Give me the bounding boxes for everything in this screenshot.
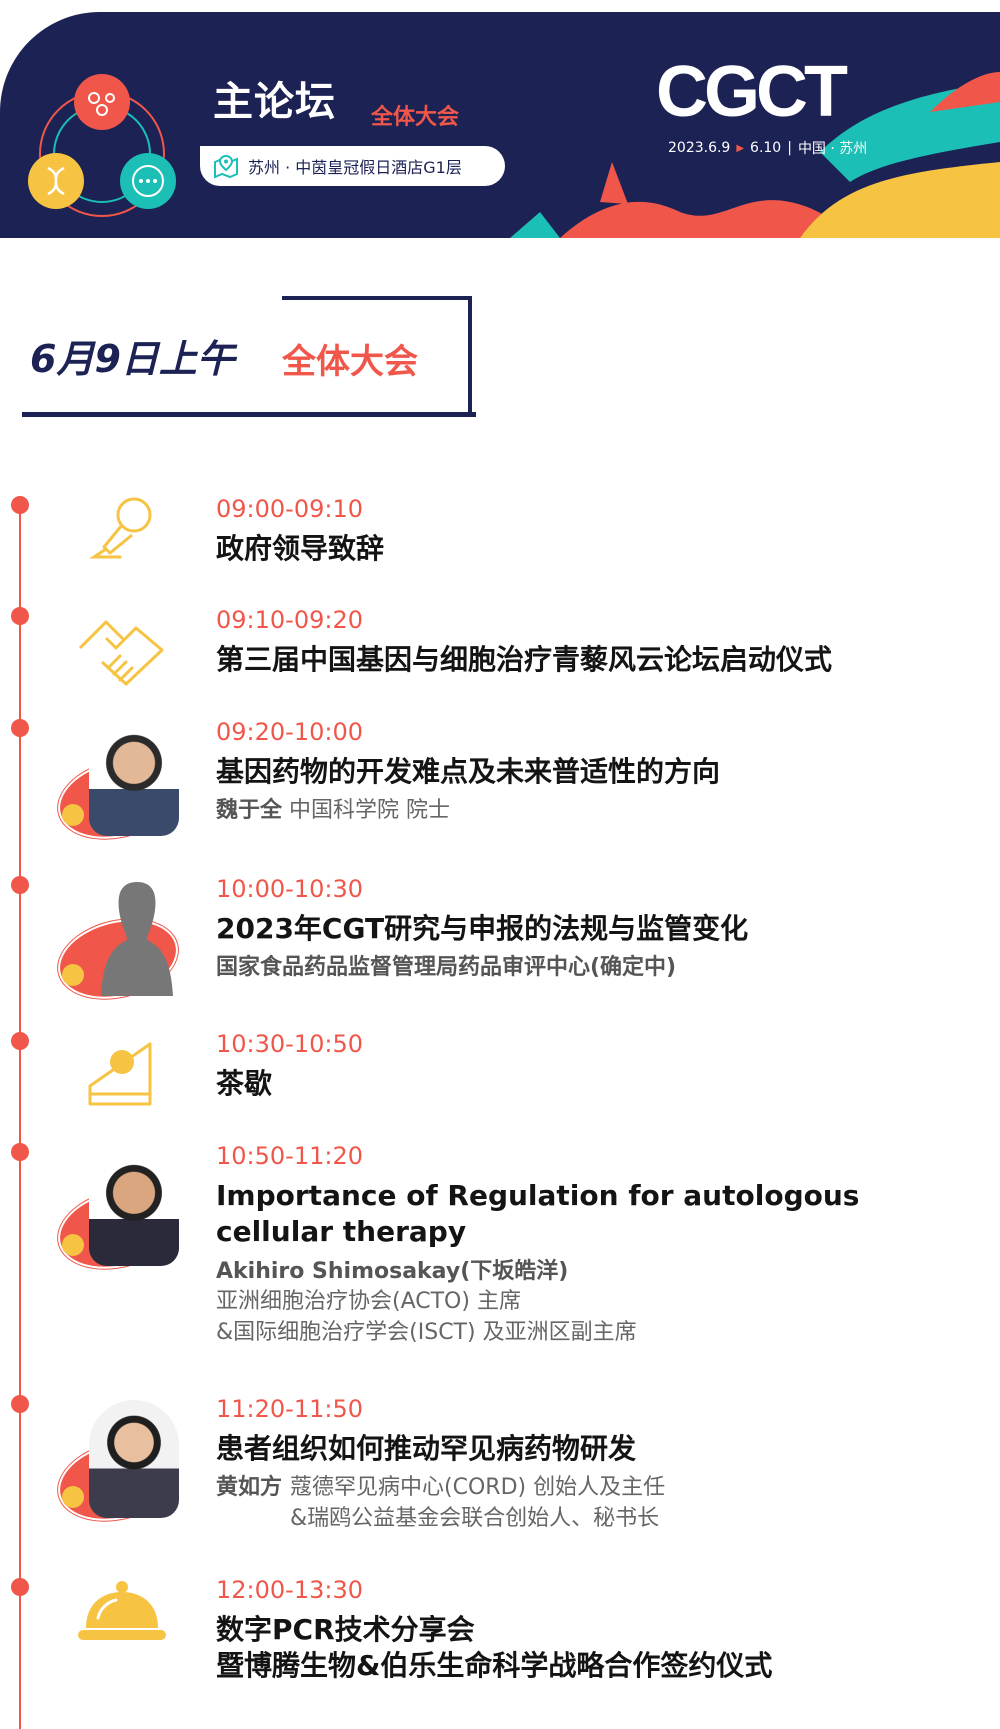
timeline-dot xyxy=(11,719,29,737)
agenda-item: 09:10-09:20 第三届中国基因与细胞治疗青藜风云论坛启动仪式 xyxy=(216,608,986,678)
timeline-dot xyxy=(11,876,29,894)
cgct-logo: CGCT xyxy=(656,58,852,128)
agenda-item: 10:00-10:30 2023年CGT研究与申报的法规与监管变化 国家食品药品… xyxy=(216,877,986,984)
agenda-title-line1: 数字PCR技术分享会 xyxy=(216,1613,475,1646)
agenda-title: 政府领导致辞 xyxy=(216,532,385,565)
event-dates: 2023.6.9 ▶ 6.10 | 中国 · 苏州 xyxy=(668,138,867,158)
agenda-title: 患者组织如何推动罕见病药物研发 xyxy=(216,1432,637,1465)
map-pin-icon xyxy=(214,154,238,179)
speaker-name: 魏于全 xyxy=(216,798,283,824)
handshake-icon xyxy=(78,620,164,686)
agenda-time: 09:00-09:10 xyxy=(216,495,363,523)
agenda-item: 12:00-13:30 数字PCR技术分享会 暨博腾生物&伯乐生命科学战略合作签… xyxy=(216,1578,986,1685)
agenda-item: 10:50-11:20 Importance of Regulation for… xyxy=(216,1144,986,1348)
timeline-dot xyxy=(11,1395,29,1413)
speaker-org: 中国科学院 院士 xyxy=(289,798,451,824)
date-start: 2023.6.9 xyxy=(668,140,731,156)
agenda-item: 09:20-10:00 基因药物的开发难点及未来普适性的方向 魏于全 中国科学院… xyxy=(216,720,986,827)
person-silhouette-icon xyxy=(52,878,189,1009)
session-date: 6月9日上午 xyxy=(30,337,235,381)
agenda-title: 茶歇 xyxy=(216,1067,273,1100)
speaker-org: 蔻德罕见病中心(CORD) 创始人及主任 xyxy=(290,1475,666,1501)
venue-badge: 苏州 · 中茵皇冠假日酒店G1层 xyxy=(200,146,505,186)
agenda-title-line2: 暨博腾生物&伯乐生命科学战略合作签约仪式 xyxy=(216,1649,773,1683)
speaker-info: 黄如方 蔻德罕见病中心(CORD) 创始人及主任 &瑞鸥公益基金会联合创始人、秘… xyxy=(216,1473,986,1534)
speaker-avatar xyxy=(52,718,189,849)
agenda-time: 09:20-10:00 xyxy=(216,718,363,746)
date-end: 6.10 xyxy=(750,140,782,156)
speaker-info: 国家食品药品监督管理局药品审评中心(确定中) xyxy=(216,953,986,983)
logo-circles-icon xyxy=(28,74,176,217)
arrow-right-icon: ▶ xyxy=(736,142,745,154)
agenda-time: 12:00-13:30 xyxy=(216,1576,363,1604)
agenda-time: 10:30-10:50 xyxy=(216,1030,363,1058)
header-banner: 主论坛 全体大会 苏州 · 中茵皇冠假日酒店G1层 CGCT 2023.6.9 … xyxy=(0,12,1000,238)
agenda-title: 第三届中国基因与细胞治疗青藜风云论坛启动仪式 xyxy=(216,643,833,676)
timeline-dot xyxy=(11,1143,29,1161)
speaker-org: 国家食品药品监督管理局药品审评中心(确定中) xyxy=(216,955,677,981)
speaker-avatar xyxy=(52,1148,189,1279)
agenda-time: 11:20-11:50 xyxy=(216,1395,363,1423)
timeline-dot xyxy=(11,496,29,514)
speaker-name: Akihiro Shimosakay(下坂皓洋) xyxy=(216,1258,569,1284)
speaker-org-secondary: &瑞鸥公益基金会联合创始人、秘书长 xyxy=(290,1505,660,1531)
speaker-org: 亚洲细胞治疗协会(ACTO) 主席 xyxy=(216,1289,521,1315)
banner-decoration xyxy=(510,72,1000,238)
speaker-info: 魏于全 中国科学院 院士 xyxy=(216,796,986,826)
timeline-line xyxy=(19,505,21,1729)
divider: | xyxy=(787,140,792,156)
session-name: 全体大会 xyxy=(282,342,418,382)
session-frame xyxy=(282,296,472,416)
agenda-item: 10:30-10:50 茶歇 xyxy=(216,1032,986,1102)
brand-name: CGCT xyxy=(656,58,848,128)
agenda-title: Importance of Regulation for autologous … xyxy=(216,1179,860,1249)
speaker-info: Akihiro Shimosakay(下坂皓洋) 亚洲细胞治疗协会(ACTO) … xyxy=(216,1257,986,1348)
event-location: 中国 · 苏州 xyxy=(797,141,868,157)
timeline-dot xyxy=(11,1032,29,1050)
venue-text: 苏州 · 中茵皇冠假日酒店G1层 xyxy=(248,158,462,177)
agenda-title: 2023年CGT研究与申报的法规与监管变化 xyxy=(216,912,749,945)
food-cloche-icon xyxy=(78,1581,166,1640)
agenda-time: 10:50-11:20 xyxy=(216,1142,363,1170)
session-underline xyxy=(22,412,476,417)
cake-icon xyxy=(88,1042,152,1106)
timeline-dot xyxy=(11,1578,29,1596)
speaker-avatar xyxy=(52,1400,189,1531)
agenda-item: 09:00-09:10 政府领导致辞 xyxy=(216,497,986,567)
forum-title: 主论坛 xyxy=(213,79,336,125)
timeline-dot xyxy=(11,607,29,625)
speaker-org-secondary: &国际细胞治疗学会(ISCT) 及亚洲区副主席 xyxy=(216,1319,637,1345)
agenda-time: 10:00-10:30 xyxy=(216,875,363,903)
forum-subtitle: 全体大会 xyxy=(371,105,460,130)
speaker-name: 黄如方 xyxy=(216,1475,283,1501)
microphone-icon xyxy=(89,497,152,559)
agenda-title: 基因药物的开发难点及未来普适性的方向 xyxy=(216,755,721,788)
agenda-title: 数字PCR技术分享会 暨博腾生物&伯乐生命科学战略合作签约仪式 xyxy=(216,1612,986,1685)
agenda-item: 11:20-11:50 患者组织如何推动罕见病药物研发 黄如方 蔻德罕见病中心(… xyxy=(216,1397,986,1534)
agenda-time: 09:10-09:20 xyxy=(216,606,363,634)
